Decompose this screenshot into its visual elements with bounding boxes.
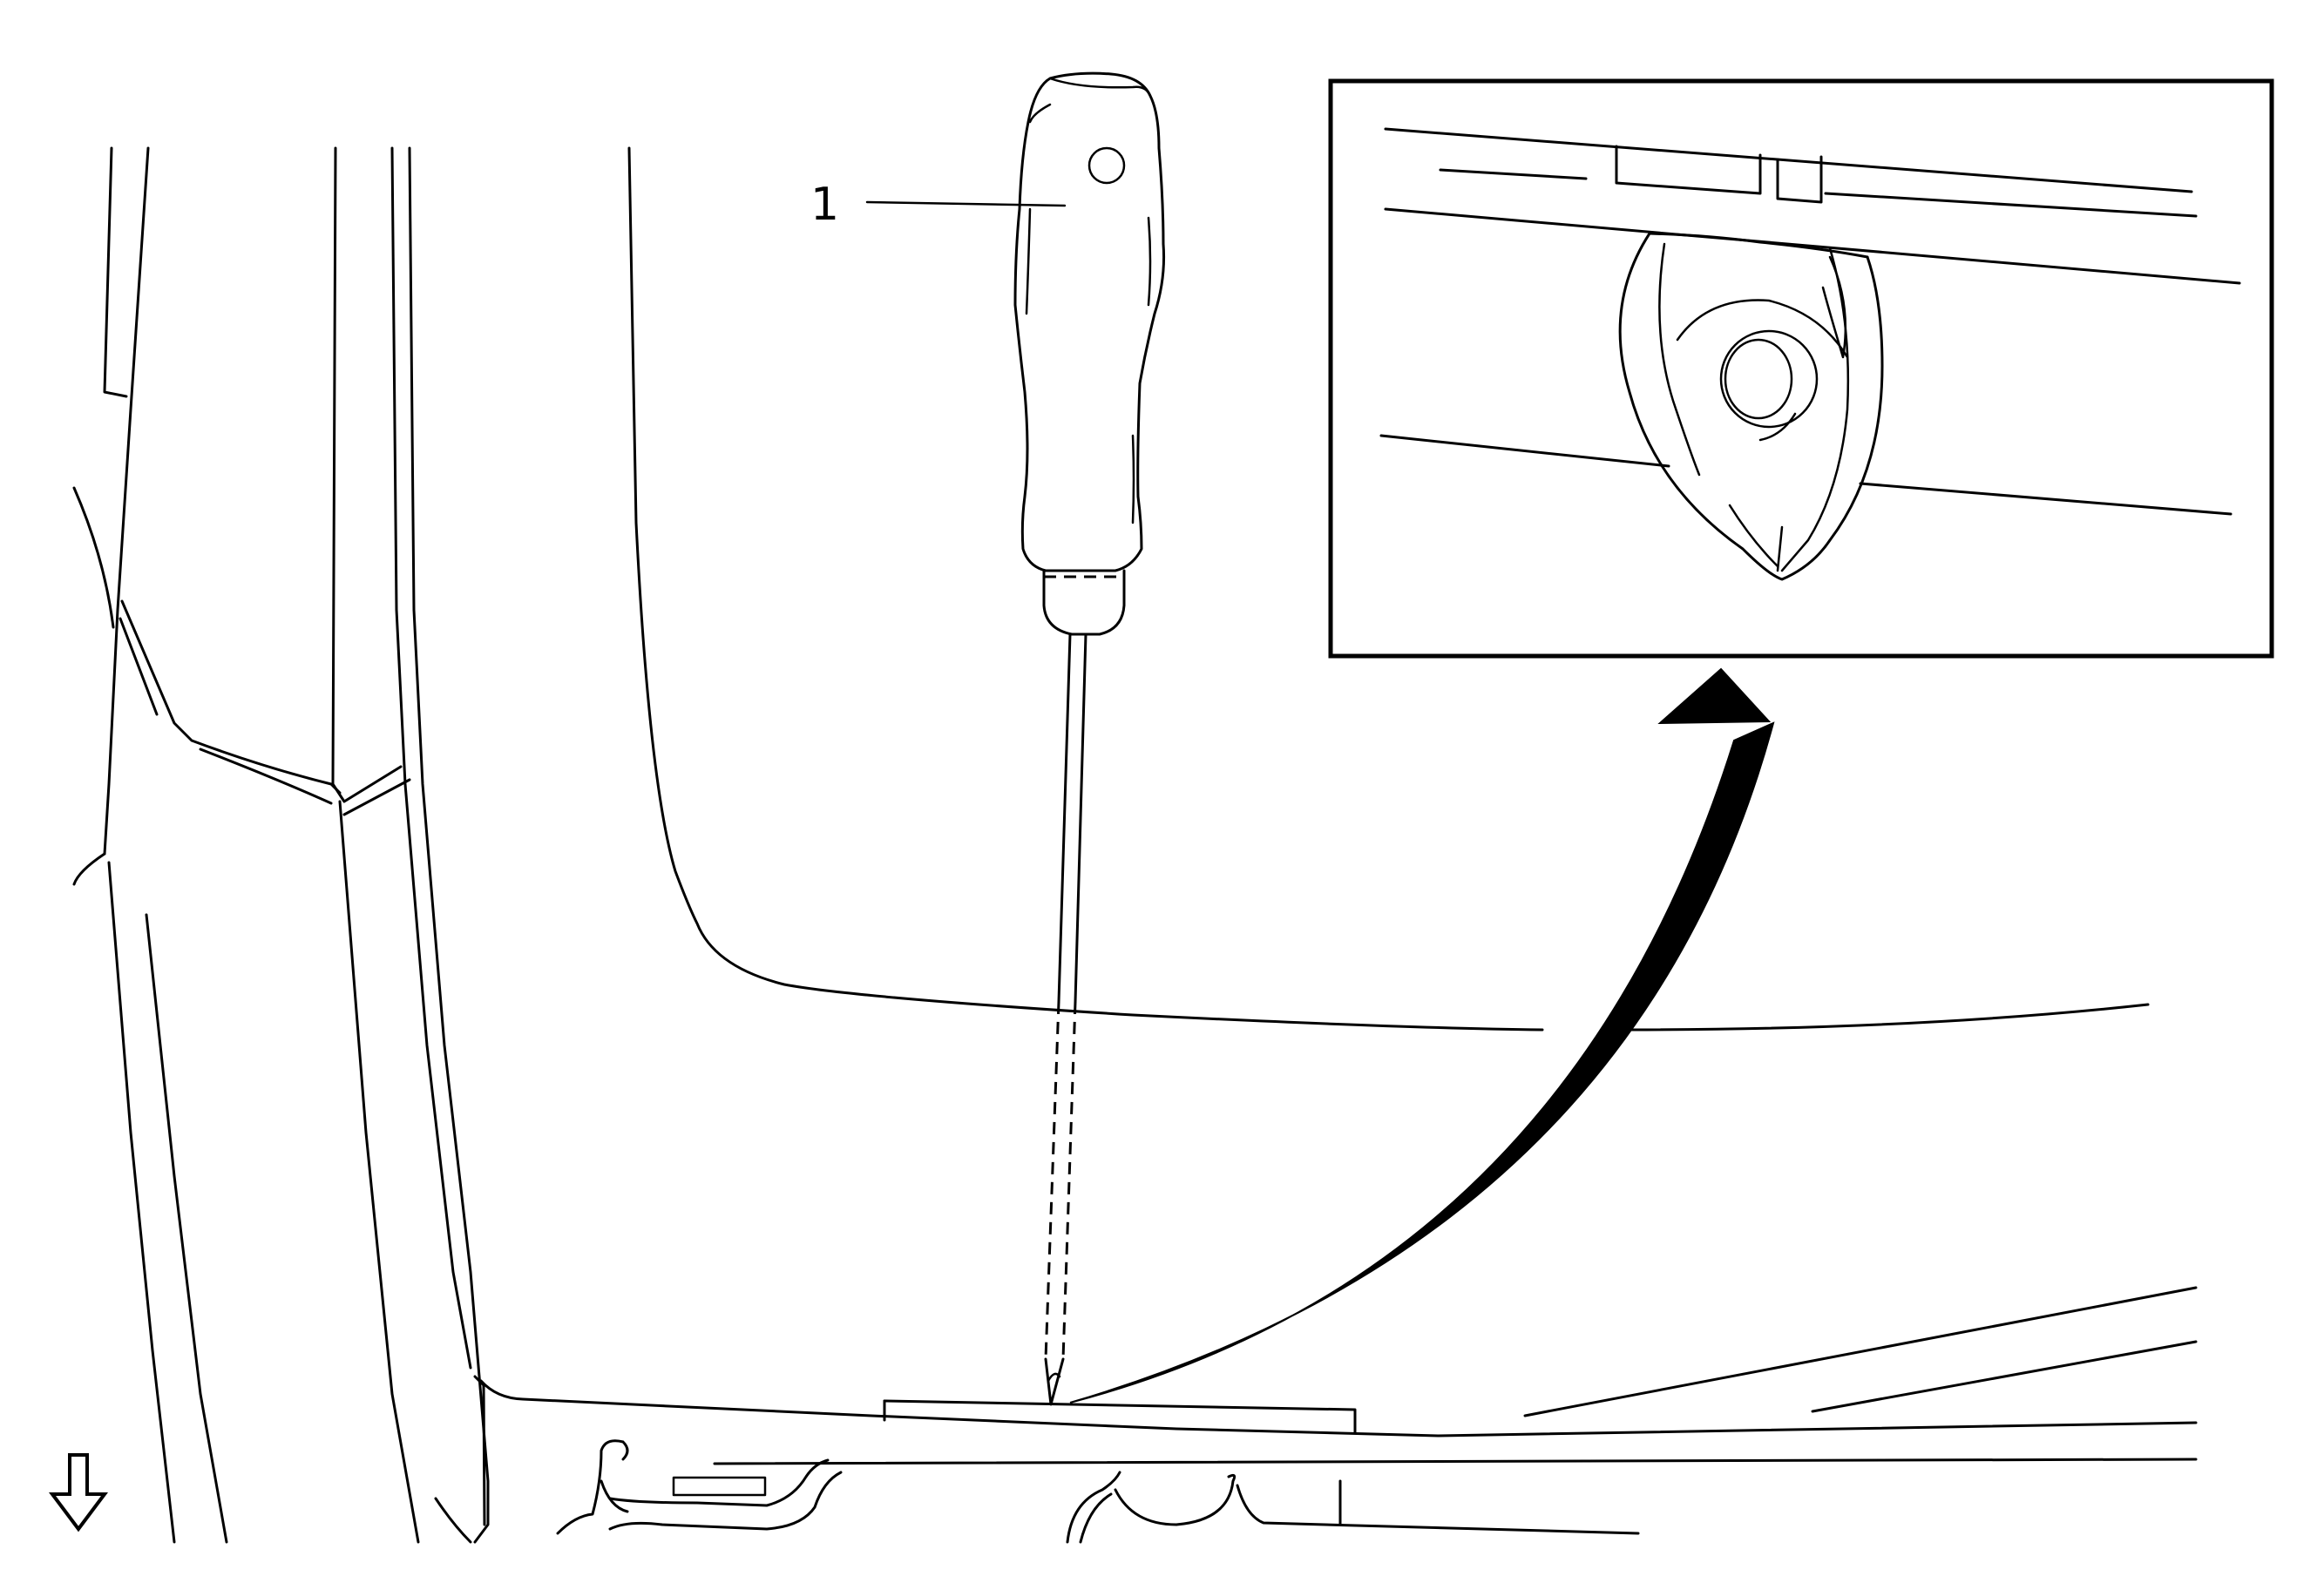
detail-inset (1328, 78, 2274, 659)
callout-1: 1 (810, 179, 1067, 231)
door-frame (72, 146, 490, 1544)
curved-arrow-icon (1069, 667, 1775, 1404)
cowl-panel (479, 1286, 2198, 1544)
screwdriver (1013, 71, 1166, 1406)
windshield (627, 146, 2150, 1032)
down-arrow-icon (49, 1453, 108, 1532)
callout-label-1: 1 (810, 179, 839, 231)
inset-frame (1328, 78, 2274, 659)
